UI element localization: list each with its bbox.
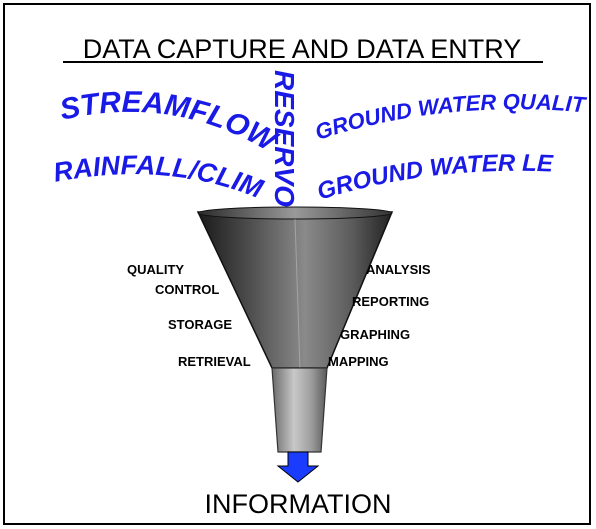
process-quality: QUALITY	[127, 262, 184, 277]
input-streamflow: STREAMFLOW	[57, 86, 284, 159]
process-storage: STORAGE	[168, 317, 232, 332]
process-graphing: GRAPHING	[340, 327, 410, 342]
process-reporting: REPORTING	[352, 294, 429, 309]
page-title: DATA CAPTURE AND DATA ENTRY	[83, 34, 522, 64]
process-mapping: MAPPING	[328, 354, 389, 369]
down-arrow-icon	[276, 451, 320, 483]
process-analysis: ANALYSIS	[366, 262, 431, 277]
process-control: CONTROL	[155, 282, 219, 297]
funnel	[196, 206, 394, 453]
process-retrieval: RETRIEVAL	[178, 354, 251, 369]
output-information: INFORMATION	[205, 489, 392, 519]
